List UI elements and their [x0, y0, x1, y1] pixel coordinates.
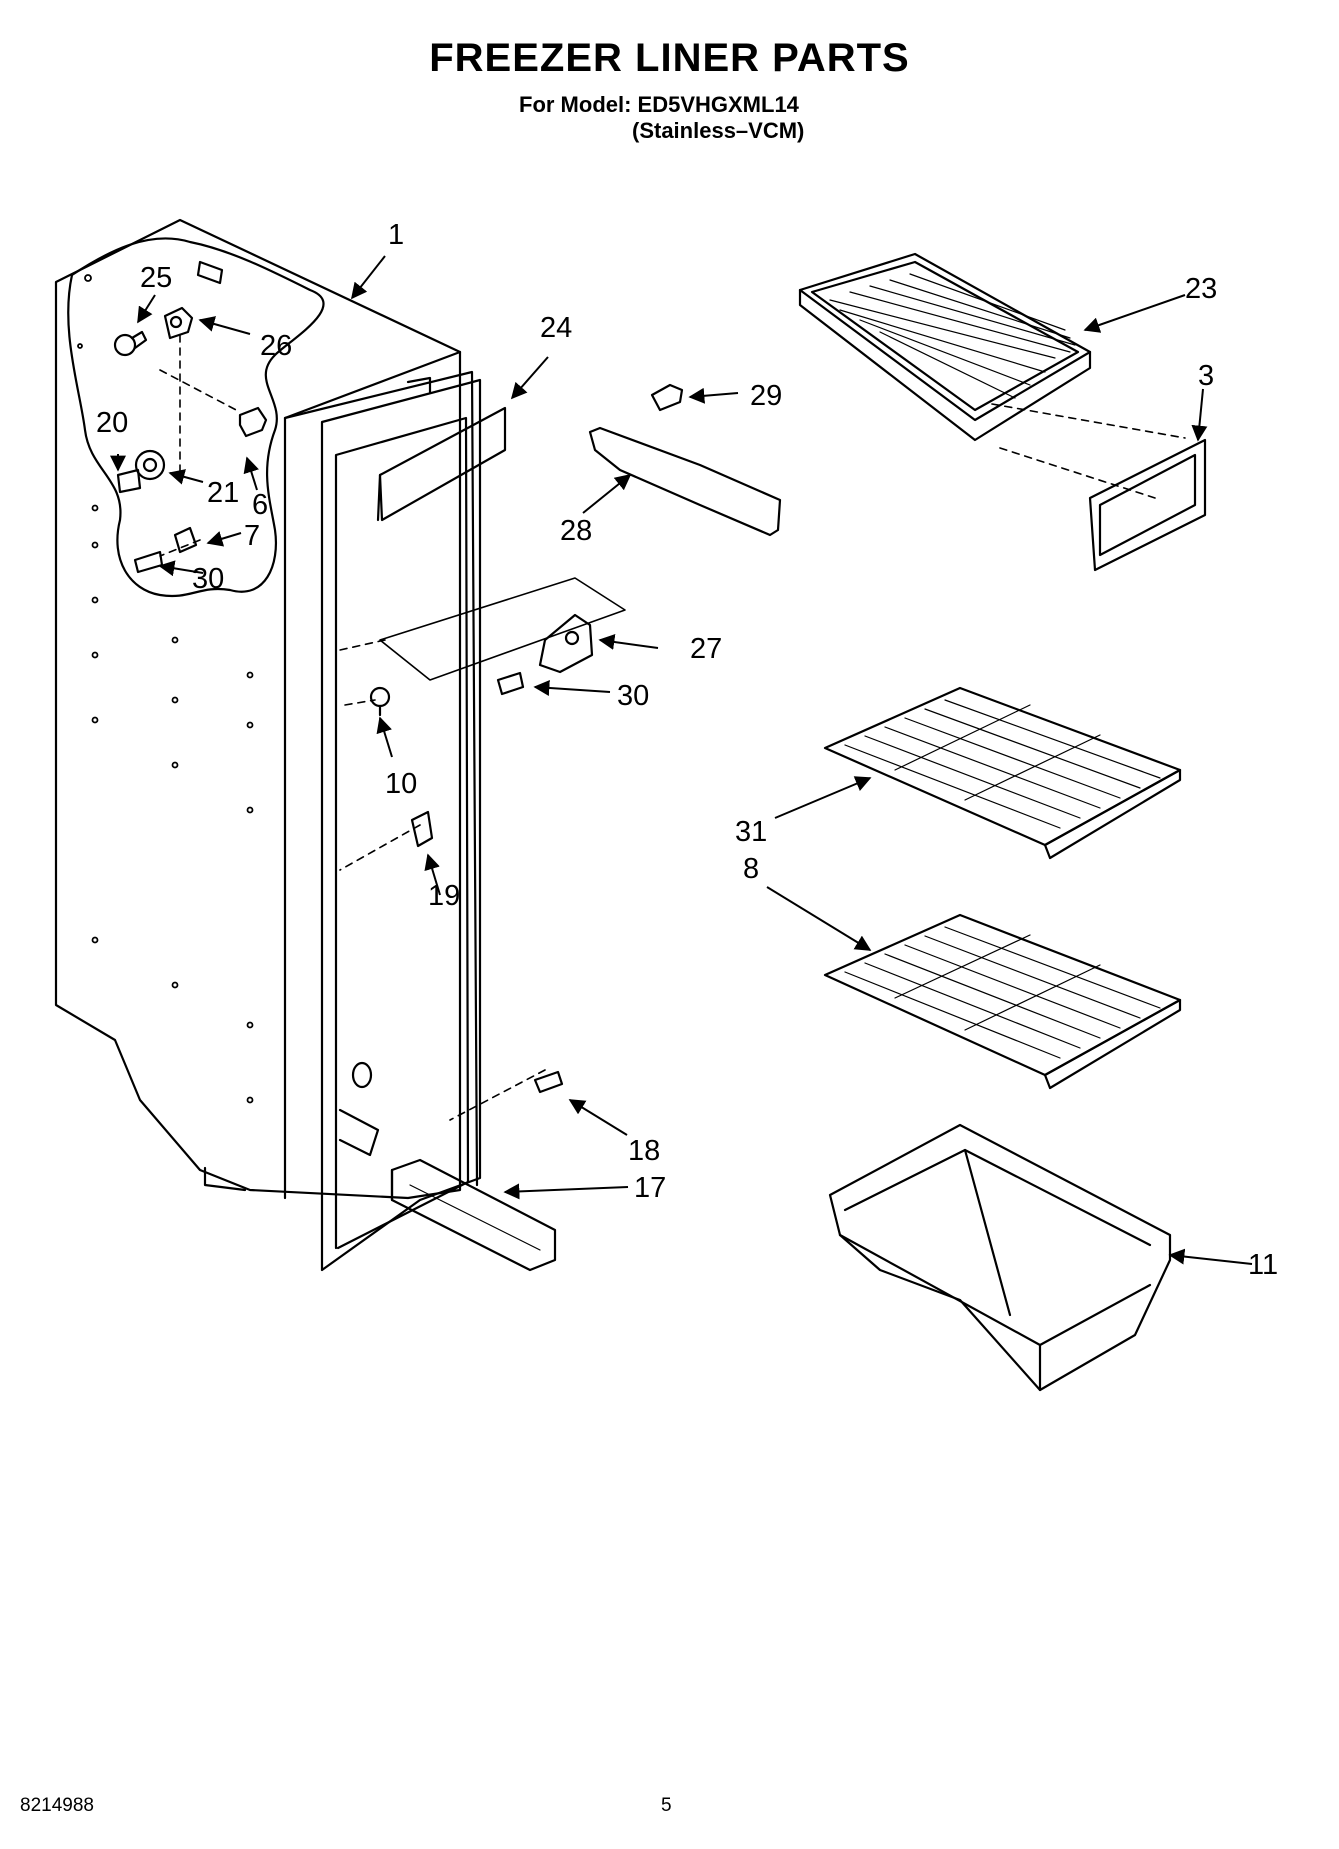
callout-20: 20 [96, 407, 128, 439]
page-number: 5 [661, 1795, 672, 1816]
mounting-screw-center [496, 671, 525, 696]
detail-region-outline [67, 237, 325, 598]
shelf-trim [1088, 438, 1207, 572]
callout-3: 3 [1198, 360, 1214, 392]
fan-bracket [538, 613, 594, 674]
page-title: FREEZER LINER PARTS [429, 36, 910, 80]
callout-10: 10 [385, 768, 417, 800]
door-bumper [369, 686, 391, 717]
wire-shelf-lower [823, 913, 1182, 1090]
wire-shelf-upper [823, 686, 1182, 860]
callout-24: 24 [540, 312, 572, 344]
freezer-liner-cabinet [54, 218, 482, 1272]
rail-screw [650, 383, 684, 412]
callout-19: 19 [428, 880, 460, 912]
callout-26: 26 [260, 330, 292, 362]
model-line: For Model: ED5VHGXML14 [519, 92, 799, 117]
callout-21: 21 [207, 477, 239, 509]
light-switch [410, 810, 434, 848]
callout-27: 27 [690, 633, 722, 665]
callout-labels: 1 25 26 24 20 21 6 7 30 29 28 23 3 27 30… [96, 219, 1278, 1281]
callout-30a: 30 [192, 563, 224, 595]
upper-shelf [798, 252, 1092, 442]
callout-23: 23 [1185, 273, 1217, 305]
mounting-plate [379, 577, 626, 681]
light-shield [376, 406, 507, 522]
lamp-socket [163, 306, 194, 340]
light-bulb [113, 330, 148, 357]
callout-6: 6 [252, 489, 268, 521]
assembly-leader-lines [159, 334, 1186, 1121]
control-knob [116, 449, 166, 494]
cabinet-mounting-holes [77, 274, 254, 1104]
callout-25: 25 [140, 262, 172, 294]
document-part-number: 8214988 [20, 1795, 94, 1816]
callout-18: 18 [628, 1135, 660, 1167]
callout-30b: 30 [617, 680, 649, 712]
light-bracket [238, 406, 268, 438]
housing-clip [133, 526, 198, 574]
base-grille [390, 1158, 557, 1272]
callout-7: 7 [244, 520, 260, 552]
callout-11: 11 [1248, 1249, 1278, 1281]
callout-arrows [110, 255, 1253, 1265]
freezer-bin [828, 1123, 1172, 1392]
callout-17: 17 [634, 1172, 666, 1204]
callout-28: 28 [560, 515, 592, 547]
callout-1: 1 [388, 219, 404, 251]
callout-29: 29 [750, 380, 782, 412]
variant-line: (Stainless–VCM) [632, 118, 805, 143]
callout-31: 31 [735, 816, 767, 848]
grille-screw [533, 1070, 564, 1094]
callout-8: 8 [743, 853, 759, 885]
shelf-rail [588, 426, 782, 537]
